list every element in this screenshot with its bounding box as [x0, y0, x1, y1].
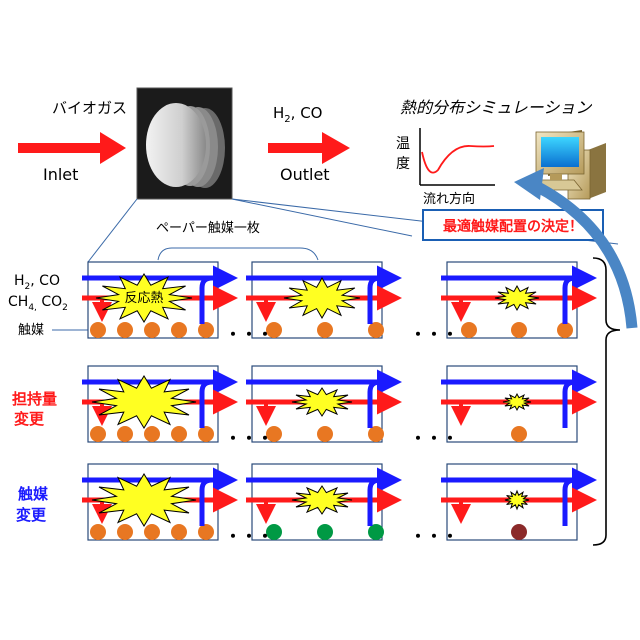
- reactor-panel-r2-c3: [441, 365, 597, 443]
- inlet-arrow: [18, 132, 126, 164]
- paper-catalyst-label: ペーパー触媒一枚: [156, 221, 260, 236]
- graph-xlabel: 流れ方向: [423, 191, 475, 207]
- decision-label: 最適触媒配置の決定！: [443, 218, 583, 235]
- simulation-title: 熱的分布シミュレーション: [400, 98, 592, 117]
- catalyst-label: 触媒: [18, 323, 44, 338]
- reactor-panel-r3-c3: [441, 463, 597, 541]
- ellipsis: ・・・: [410, 325, 458, 344]
- gas-h2-co-label: H2, CO: [14, 273, 60, 292]
- catalyst-particle: [317, 426, 333, 442]
- product-up-arrow: [367, 275, 381, 324]
- catalyst-particle: [266, 524, 282, 540]
- catalyst-particle: [171, 426, 187, 442]
- reactor-panel-r2-c1: [82, 365, 238, 443]
- ellipsis: ・・・: [410, 429, 458, 448]
- product-up-arrow: [199, 477, 213, 526]
- reactor-grid: 反応熱・・・・・・・・・・・・・・・・・・: [82, 261, 597, 546]
- product-up-arrow: [562, 275, 576, 324]
- ellipsis: ・・・: [225, 527, 273, 546]
- input-gas-label: バイオガス: [52, 99, 127, 117]
- catalyst-particle: [266, 426, 282, 442]
- catalyst-particle: [144, 426, 160, 442]
- catalyst-particle: [117, 524, 133, 540]
- catalyst-particle: [90, 524, 106, 540]
- catalyst-particle: [117, 426, 133, 442]
- catalyst-particle: [511, 426, 527, 442]
- product-up-arrow: [562, 379, 576, 428]
- catalyst-particle: [144, 524, 160, 540]
- ellipsis: ・・・: [225, 429, 273, 448]
- reactor-panel-r3-c2: [246, 463, 402, 541]
- catalyst-particle: [317, 524, 333, 540]
- row3-label-line2: 変更: [16, 506, 47, 524]
- catalyst-particle: [171, 524, 187, 540]
- right-brace: [592, 257, 621, 546]
- output-gas-label: H2, CO: [273, 104, 322, 125]
- reaction-heat-burst: [91, 375, 197, 429]
- ellipsis: ・・・: [225, 325, 273, 344]
- reaction-heat-burst: [283, 276, 361, 320]
- reaction-heat-burst: [91, 473, 197, 527]
- catalyst-particle: [368, 322, 384, 338]
- catalyst-particle: [317, 322, 333, 338]
- row2-label-line1: 担持量: [12, 390, 57, 408]
- outlet-label: Outlet: [280, 165, 330, 184]
- graph-ylabel-bottom: 度: [396, 156, 410, 172]
- product-up-arrow: [367, 477, 381, 526]
- catalyst-particle: [117, 322, 133, 338]
- catalyst-particle: [368, 524, 384, 540]
- graph-ylabel-top: 温: [396, 136, 410, 152]
- outlet-arrow: [268, 132, 350, 164]
- reaction-heat-burst: [291, 485, 353, 515]
- catalyst-particle: [198, 426, 214, 442]
- gas-ch4-co2-label: CH4, CO2: [8, 294, 68, 313]
- reactor-panel-r2-c2: [246, 365, 402, 443]
- catalyst-particle: [266, 322, 282, 338]
- feedback-arrow: [514, 168, 638, 329]
- ellipsis: ・・・: [410, 527, 458, 546]
- reactor-panel-r3-c1: [82, 463, 238, 541]
- product-up-arrow: [199, 275, 213, 324]
- reactor-panel-r1-c3: [441, 261, 597, 339]
- temperature-graph: 温 度 流れ方向: [396, 128, 495, 207]
- catalyst-particle: [144, 322, 160, 338]
- inlet-label: Inlet: [43, 165, 78, 184]
- temperature-curve: [421, 145, 495, 174]
- reaction-heat-burst: [494, 284, 540, 312]
- paper-catalyst-photo: [136, 87, 233, 200]
- catalyst-particle: [90, 426, 106, 442]
- product-up-arrow: [367, 379, 381, 428]
- product-up-arrow: [562, 477, 576, 526]
- catalyst-particle: [511, 524, 527, 540]
- catalyst-particle: [90, 322, 106, 338]
- row2-label-line2: 変更: [14, 410, 45, 428]
- catalyst-particle: [198, 322, 214, 338]
- catalyst-particle: [461, 322, 477, 338]
- catalyst-particle: [511, 322, 527, 338]
- row3-label-line1: 触媒: [18, 485, 49, 503]
- reaction-heat-burst: [502, 392, 532, 412]
- reaction-heat-label: 反応熱: [124, 291, 163, 306]
- reaction-heat-burst: [291, 387, 353, 417]
- reaction-heat-burst: [504, 489, 530, 511]
- reaction-heat-burst: [95, 273, 193, 323]
- catalyst-particle: [198, 524, 214, 540]
- catalyst-particle: [368, 426, 384, 442]
- computer-icon: [535, 130, 606, 200]
- product-up-arrow: [199, 379, 213, 428]
- reactor-panel-r1-c1: 反応熱: [82, 261, 238, 339]
- reactor-panel-r1-c2: [246, 261, 402, 339]
- catalyst-particle: [171, 322, 187, 338]
- catalyst-particle: [557, 322, 573, 338]
